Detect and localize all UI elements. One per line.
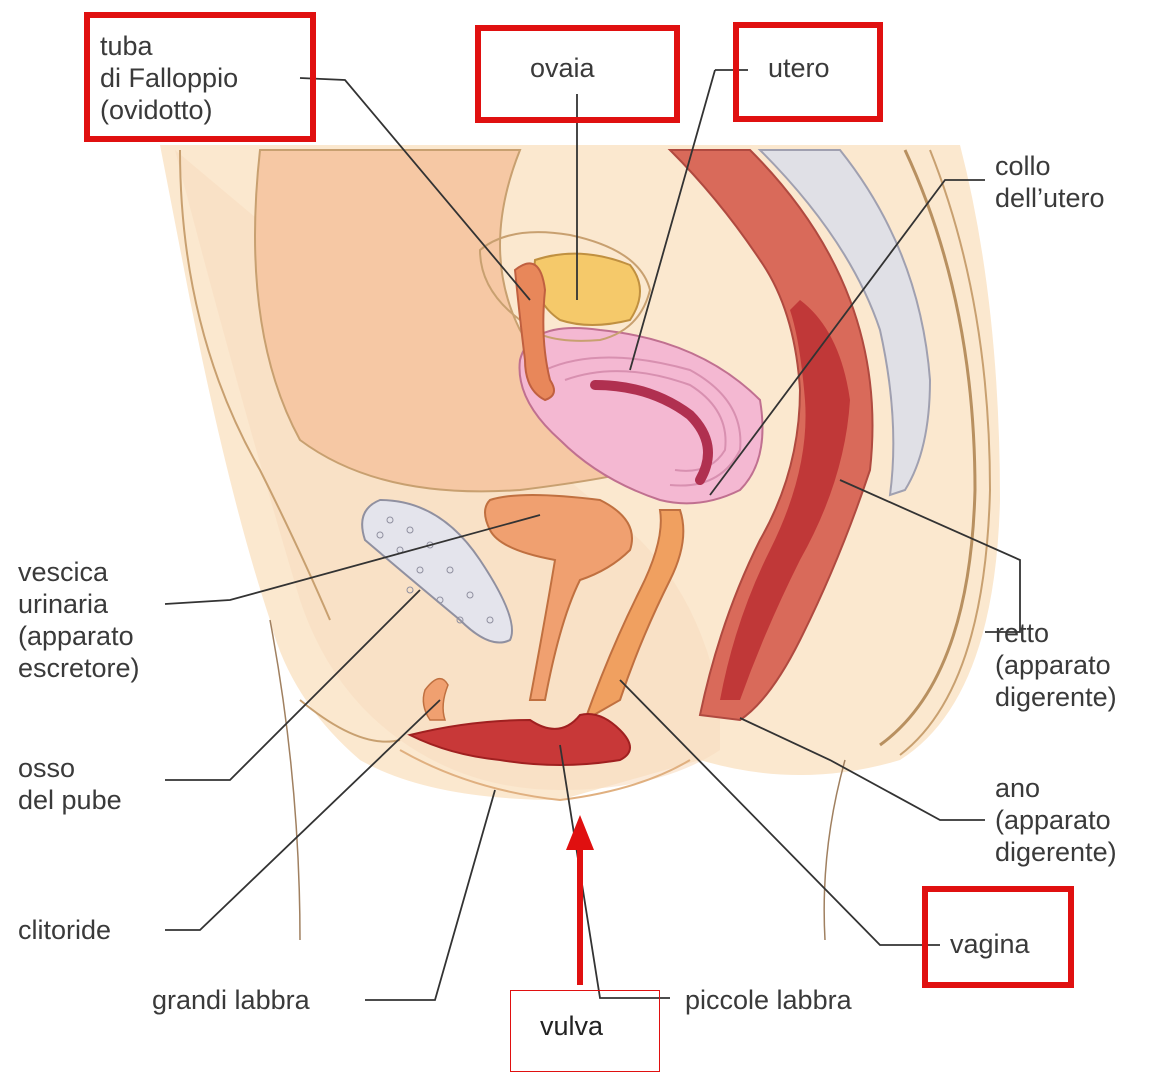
label-tuba: tuba di Falloppio (ovidotto) [100,30,238,126]
label-ano-line2: (apparato [995,804,1117,836]
label-ovaia: ovaia [530,52,595,84]
label-vescica-line4: escretore) [18,652,140,684]
label-retto-line3: digerente) [995,681,1117,713]
label-retto-line1: retto [995,617,1117,649]
label-retto-line2: (apparato [995,649,1117,681]
label-retto: retto (apparato digerente) [995,617,1117,713]
vulva-arrow [566,815,594,985]
leg-right [824,760,845,940]
label-collo: collo dell’utero [995,150,1105,214]
label-grandi-labbra: grandi labbra [152,984,310,1016]
label-tuba-line1: tuba [100,30,238,62]
label-ano-line1: ano [995,772,1117,804]
label-vescica: vescica urinaria (apparato escretore) [18,556,140,684]
label-vescica-line1: vescica [18,556,140,588]
label-osso-line1: osso [18,752,122,784]
label-ano: ano (apparato digerente) [995,772,1117,868]
label-piccole-labbra: piccole labbra [685,984,852,1016]
label-tuba-line3: (ovidotto) [100,94,238,126]
label-utero: utero [768,52,830,84]
label-vagina: vagina [950,928,1030,960]
label-vulva: vulva [540,1010,603,1042]
label-collo-line1: collo [995,150,1105,182]
label-vescica-line3: (apparato [18,620,140,652]
label-collo-line2: dell’utero [995,182,1105,214]
label-osso-line2: del pube [18,784,122,816]
label-vescica-line2: urinaria [18,588,140,620]
label-tuba-line2: di Falloppio [100,62,238,94]
label-ano-line3: digerente) [995,836,1117,868]
label-osso: osso del pube [18,752,122,816]
label-clitoride: clitoride [18,914,111,946]
